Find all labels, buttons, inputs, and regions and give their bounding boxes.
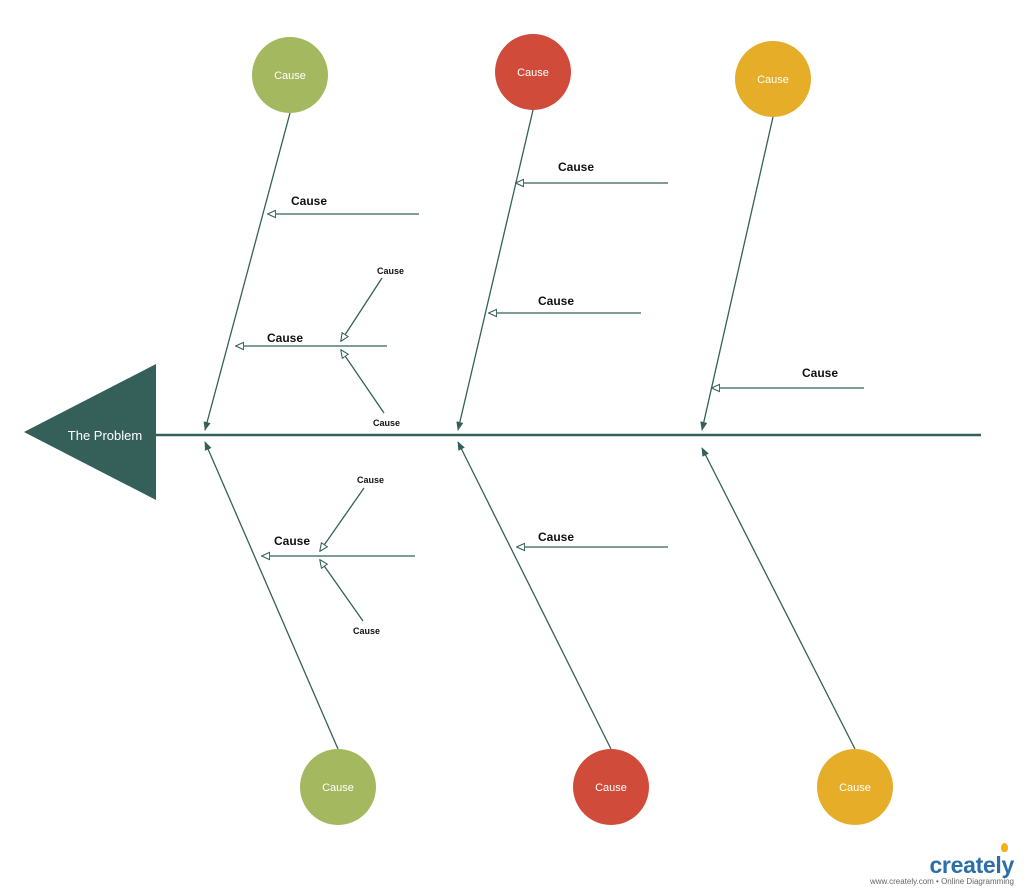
problem-head: [24, 364, 156, 500]
sub-arrow-3: [320, 487, 365, 551]
category-label-bottom-2: Cause: [595, 782, 627, 794]
branch-label-2: Cause: [267, 331, 303, 345]
branch-label-3: Cause: [558, 160, 594, 174]
category-circle-top-3: [735, 41, 811, 117]
sub-label-4: Cause: [353, 626, 380, 636]
category-label-bottom-3: Cause: [839, 782, 871, 794]
sub-arrow-4: [320, 560, 364, 622]
category-circle-bottom-2: [573, 749, 649, 825]
category-label-bottom-1: Cause: [322, 782, 354, 794]
logo-wordmark: creately: [870, 843, 1014, 878]
sub-arrow-2: [341, 350, 385, 414]
category-circle-top-1: [252, 37, 328, 113]
category-label-top-1: Cause: [274, 70, 306, 82]
logo-tagline: www.creately.com • Online Diagramming: [869, 877, 1014, 886]
rib-top-2: [456, 109, 534, 431]
category-label-top-2: Cause: [517, 67, 549, 79]
logo-name: creately: [929, 852, 1014, 878]
problem-label: The Problem: [68, 428, 142, 443]
branch-label-4: Cause: [538, 294, 574, 308]
rib-top-1: [203, 112, 291, 431]
creately-logo[interactable]: creately www.creately.com • Online Diagr…: [869, 843, 1014, 887]
category-circle-top-2: [495, 34, 571, 110]
branch-label-1: Cause: [291, 194, 327, 208]
category-label-top-3: Cause: [757, 74, 789, 86]
branch-label-7: Cause: [538, 530, 574, 544]
category-circle-bottom-1: [300, 749, 376, 825]
rib-bottom-2: [457, 441, 612, 750]
sub-label-3: Cause: [357, 475, 384, 485]
lightbulb-icon: [1001, 843, 1008, 852]
rib-bottom-1: [204, 441, 339, 750]
rib-bottom-3: [701, 447, 856, 750]
rib-top-3: [700, 116, 774, 431]
sub-label-2: Cause: [373, 418, 400, 428]
sub-label-1: Cause: [377, 266, 404, 276]
category-circle-bottom-3: [817, 749, 893, 825]
branch-label-6: Cause: [274, 534, 310, 548]
sub-arrow-1: [341, 277, 383, 341]
branch-label-5: Cause: [802, 366, 838, 380]
